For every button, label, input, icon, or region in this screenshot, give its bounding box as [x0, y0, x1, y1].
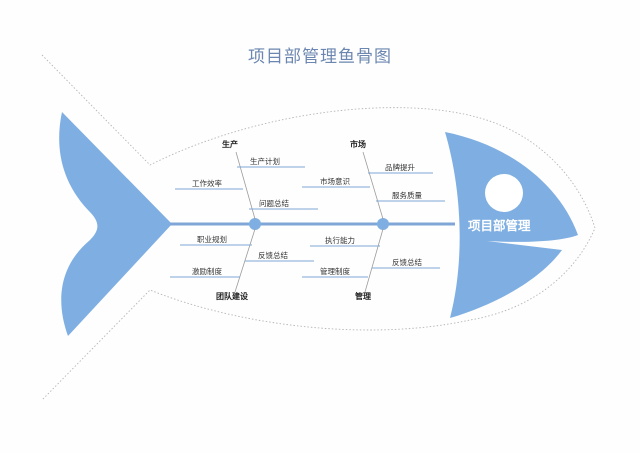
fish-eye [485, 174, 523, 212]
fish-outline [41, 54, 596, 401]
cause-label: 职业规划 [197, 235, 227, 244]
fish-head [445, 132, 578, 318]
diagram-title: 项目部管理鱼骨图 [248, 47, 392, 67]
category-label: 管理 [355, 292, 371, 301]
cause-label: 工作效率 [192, 179, 222, 188]
cause-label: 反馈总结 [392, 258, 422, 267]
spine-node-1 [249, 218, 261, 230]
cause-label: 激励制度 [192, 267, 222, 276]
cause-label: 管理制度 [320, 267, 350, 276]
fish-tail [59, 112, 172, 336]
cause-label: 生产计划 [250, 157, 280, 166]
cause-label: 服务质量 [392, 191, 422, 200]
spine-node-2 [377, 218, 389, 230]
cause-label: 执行能力 [325, 236, 355, 245]
cause-label: 品牌提升 [385, 163, 415, 172]
category-label: 市场 [350, 140, 366, 149]
category-label: 团队建设 [216, 292, 248, 301]
cause-label: 问题总结 [259, 199, 289, 208]
category-label: 生产 [222, 140, 238, 149]
cause-label: 反馈总结 [258, 251, 288, 260]
problem-label: 项目部管理 [468, 218, 531, 233]
cause-label: 市场意识 [320, 177, 350, 186]
